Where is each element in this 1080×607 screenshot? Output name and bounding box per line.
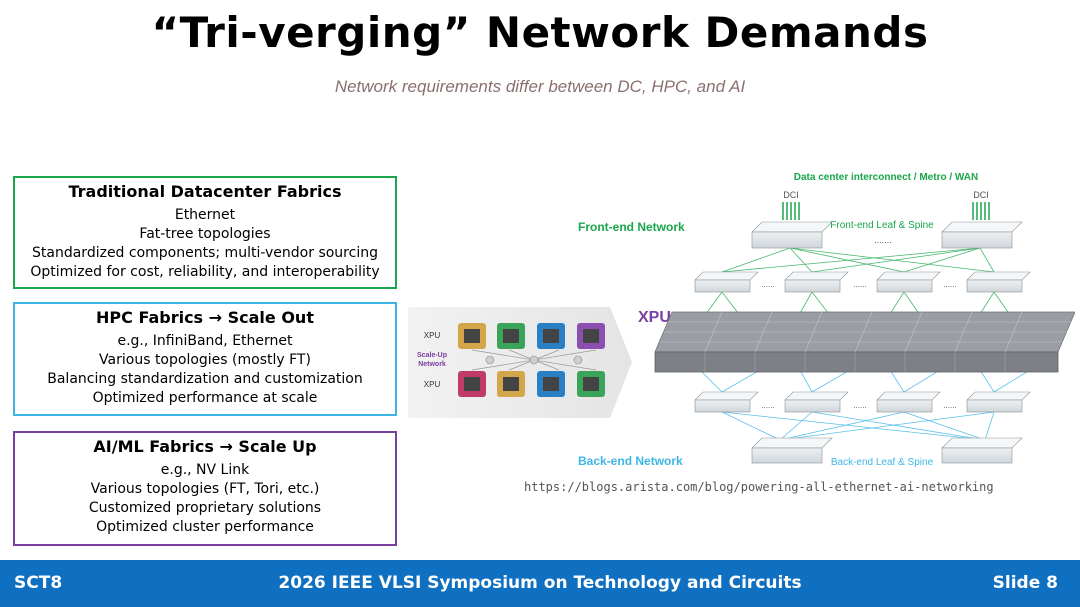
- box-heading: HPC Fabrics → Scale Out: [96, 308, 314, 327]
- inset-xpu-bottom-label: XPU: [424, 380, 441, 389]
- svg-text:......: ......: [761, 401, 774, 410]
- box-line: Ethernet: [174, 207, 236, 223]
- footer-conference: 2026 IEEE VLSI Symposium on Technology a…: [278, 573, 802, 593]
- source-url[interactable]: https://blogs.arista.com/blog/powering-a…: [524, 480, 994, 494]
- xpu-rack-grid: [654, 311, 1075, 373]
- dci-right-links: [972, 202, 990, 220]
- network-diagram: Data center interconnect / Metro / WAN D…: [408, 172, 1075, 468]
- footer-slide-number: Slide 8: [992, 573, 1058, 593]
- dots-label: .......: [874, 235, 892, 245]
- slide-title: “Tri-verging” Network Demands: [151, 8, 929, 57]
- svg-text:......: ......: [853, 401, 866, 410]
- back-end-label: Back-end Network: [578, 454, 683, 468]
- box-heading: AI/ML Fabrics → Scale Up: [93, 437, 317, 456]
- box-line: Optimized cluster performance: [96, 519, 314, 535]
- box-line: Customized proprietary solutions: [88, 500, 322, 516]
- inset-scaleup-label: Scale-Up: [417, 352, 447, 359]
- svg-text:......: ......: [943, 280, 956, 289]
- svg-text:......: ......: [761, 280, 774, 289]
- dci-right-label: DCI: [973, 190, 989, 200]
- box-line: Various topologies (mostly FT): [99, 352, 311, 368]
- front-end-label: Front-end Network: [578, 220, 685, 234]
- inset-xpu-top-label: XPU: [424, 331, 441, 340]
- back-spine-switches: [751, 437, 1023, 464]
- box-line: Fat-tree topologies: [139, 226, 271, 242]
- front-spine-switches: [751, 221, 1023, 249]
- slide-subtitle: Network requirements differ between DC, …: [334, 77, 746, 96]
- box-heading: Traditional Datacenter Fabrics: [68, 182, 342, 201]
- svg-text:......: ......: [943, 401, 956, 410]
- back-end-links: [699, 369, 1031, 441]
- datacenter-fabrics-box: Traditional Datacenter Fabrics Ethernet …: [13, 176, 397, 289]
- scale-up-inset: XPU XPU Scale-Up Network: [408, 307, 632, 418]
- footer-bar: SCT8 2026 IEEE VLSI Symposium on Technol…: [0, 560, 1080, 607]
- front-leaf-switches: ...... ...... ......: [694, 271, 1031, 293]
- dci-left-links: [782, 202, 800, 220]
- hpc-fabrics-box: HPC Fabrics → Scale Out e.g., InfiniBand…: [13, 302, 397, 416]
- footer-session-code: SCT8: [14, 573, 63, 593]
- dci-label: Data center interconnect / Metro / WAN: [794, 172, 978, 183]
- aiml-fabrics-box: AI/ML Fabrics → Scale Up e.g., NV Link V…: [13, 431, 397, 546]
- box-line: Various topologies (FT, Tori, etc.): [90, 481, 320, 497]
- dci-left-label: DCI: [783, 190, 799, 200]
- box-line: Optimized performance at scale: [92, 390, 318, 406]
- box-line: Optimized for cost, reliability, and int…: [30, 264, 380, 280]
- box-line: e.g., InfiniBand, Ethernet: [117, 333, 293, 349]
- svg-text:......: ......: [853, 280, 866, 289]
- box-line: Standardized components; multi-vendor so…: [32, 245, 378, 261]
- inset-network-label: Network: [418, 361, 446, 368]
- box-line: e.g., NV Link: [160, 462, 250, 478]
- front-leaf-spine-label: Front-end Leaf & Spine: [830, 220, 934, 231]
- box-line: Balancing standardization and customizat…: [47, 371, 363, 387]
- back-leaf-spine-label: Back-end Leaf & Spine: [831, 457, 934, 468]
- back-leaf-switches: ...... ...... ......: [694, 391, 1031, 413]
